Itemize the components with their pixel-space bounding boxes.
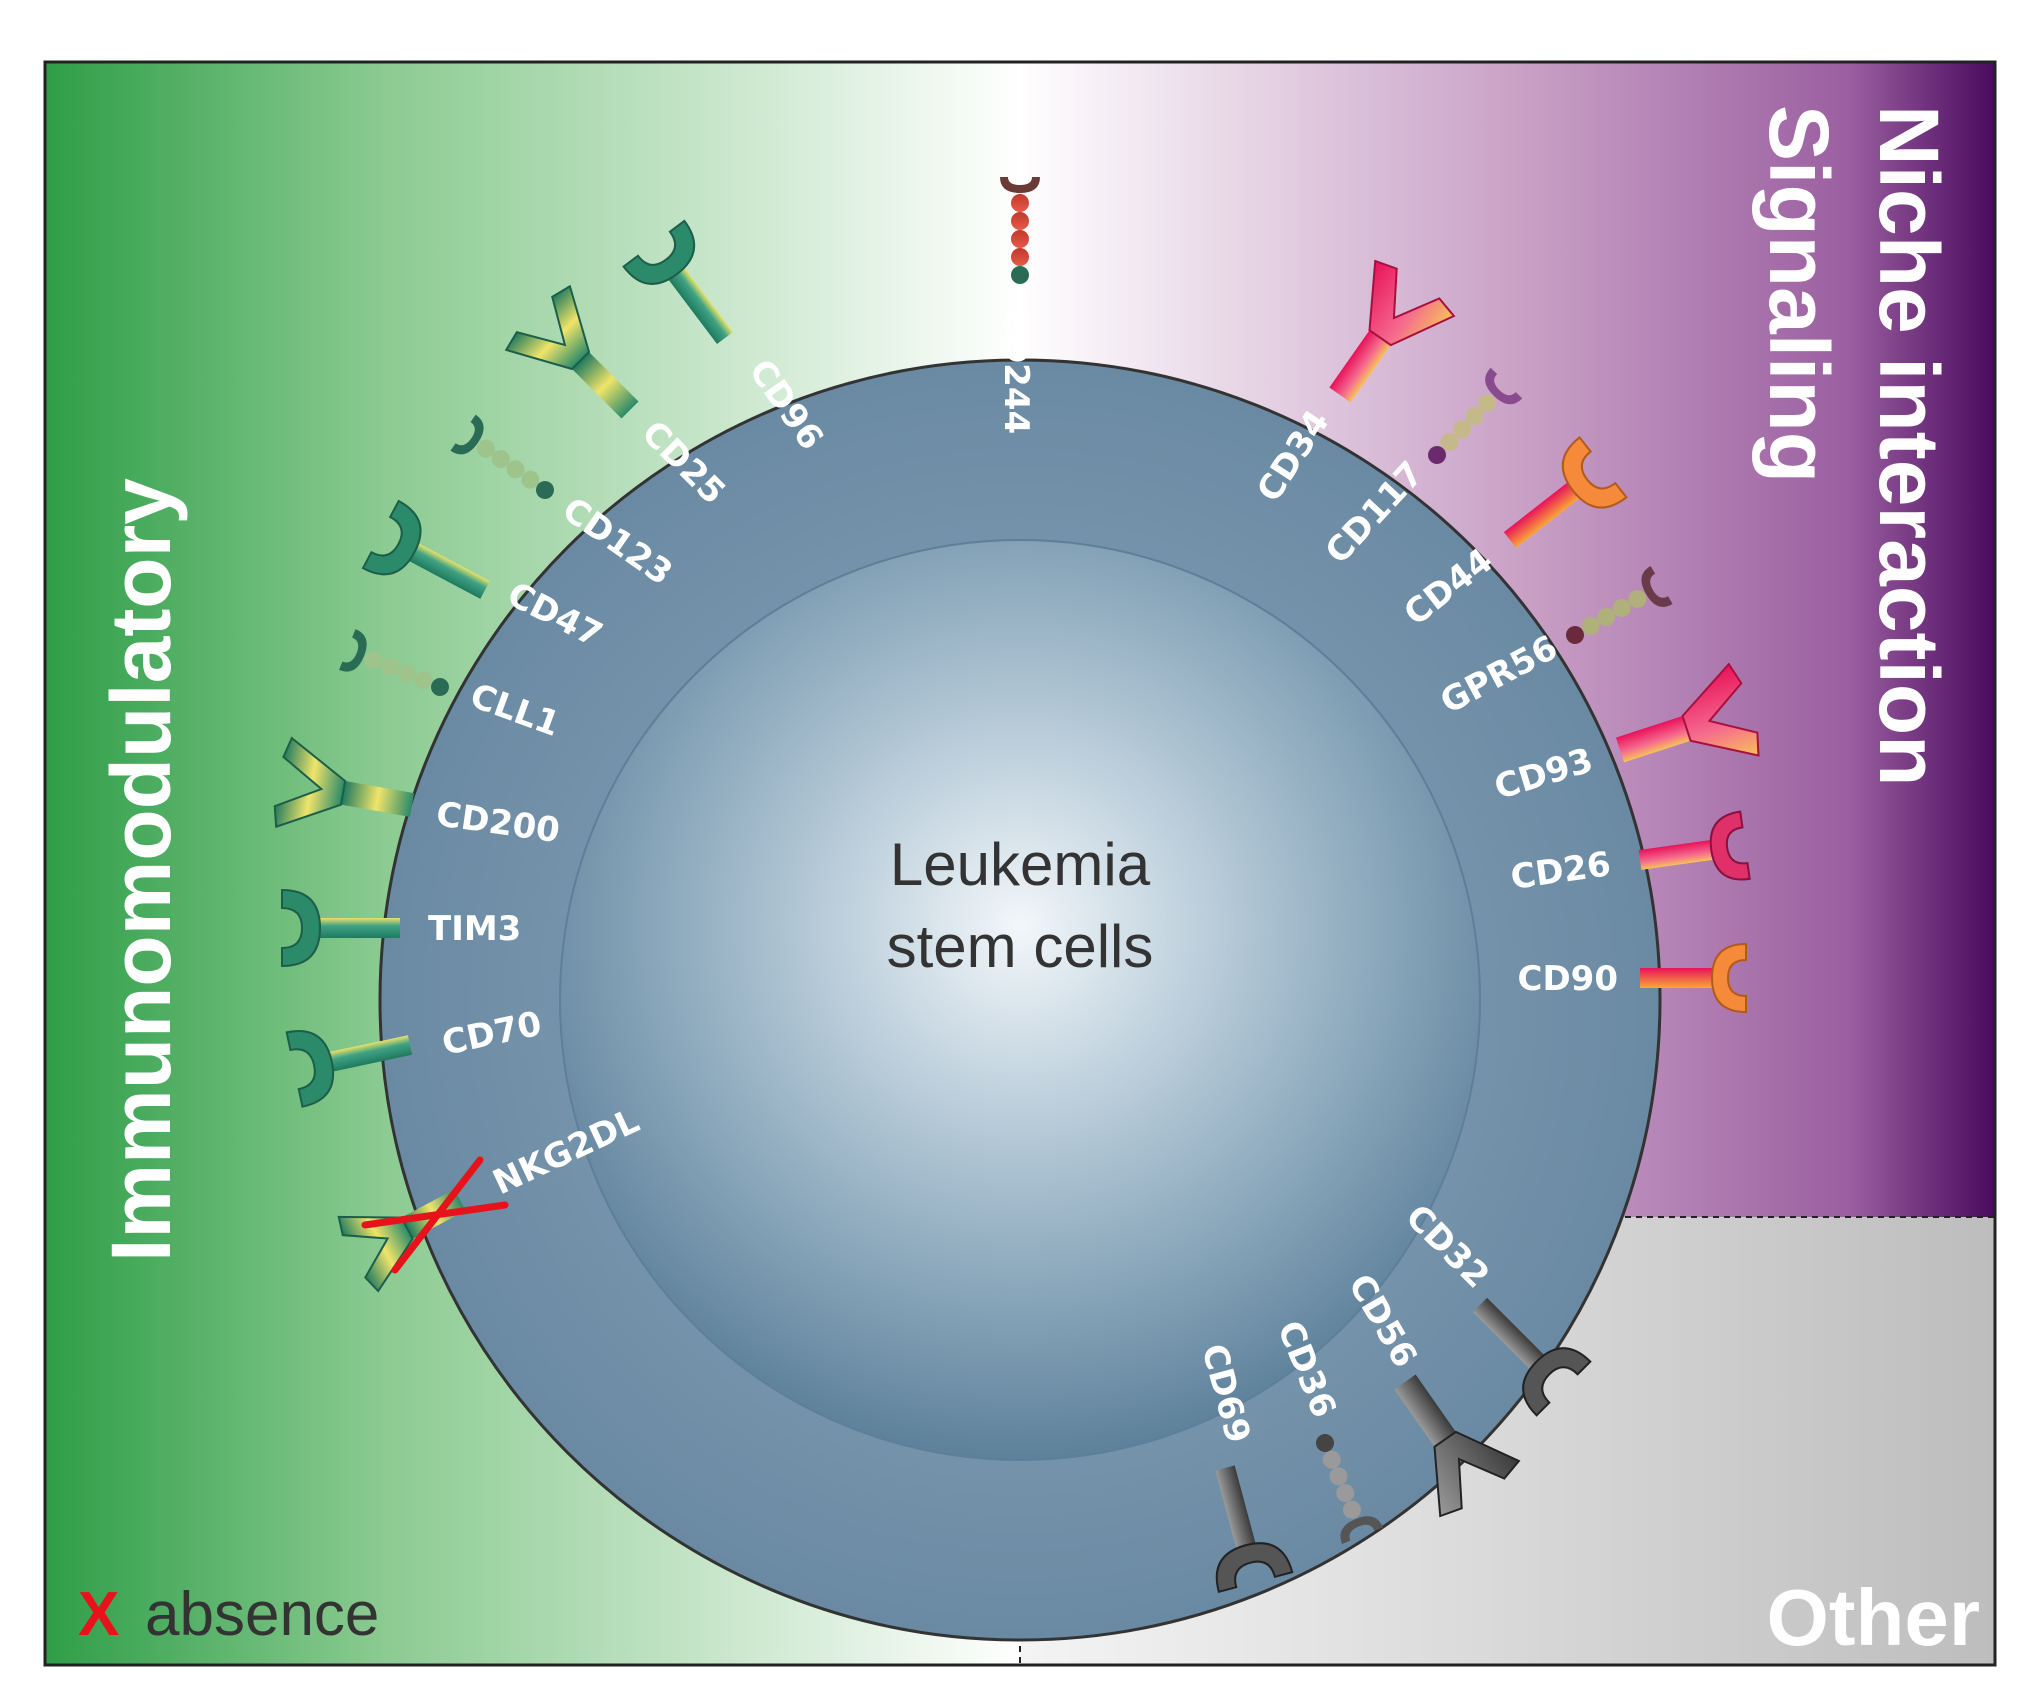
cd70-receptor-icon (285, 1030, 413, 1108)
leukemia-stem-cell: Leukemia stem cells (378, 358, 1662, 1642)
cd56-receptor-icon (1394, 1374, 1521, 1518)
cd32-receptor-icon (1472, 1297, 1592, 1417)
cd26-receptor-icon (1638, 810, 1751, 881)
legend-absence-text: absence (145, 1580, 379, 1649)
label-cd90: CD90 (1518, 959, 1619, 999)
immunomodulatory-title: Immunomodulatory (94, 478, 188, 1262)
cd244-receptor-icon (1000, 177, 1040, 284)
niche-title-line1: Niche interaction (1862, 105, 1956, 786)
cell-nucleus (559, 539, 1481, 1461)
cd117-receptor-icon (1428, 367, 1523, 464)
label-tim3: TIM3 (428, 909, 521, 949)
cd44-receptor-icon (1503, 436, 1628, 548)
receptor-icons (273, 177, 1760, 1594)
category-titles: Immunomodulatory Niche interaction Signa… (94, 105, 1980, 1662)
niche-title-line2: Signaling (1752, 105, 1846, 483)
tim3-receptor-icon (281, 888, 400, 968)
cd34-receptor-icon (1329, 259, 1456, 403)
cd36-receptor-icon (1316, 1434, 1383, 1544)
legend: X absence (78, 1580, 379, 1649)
gpr56-receptor-icon (1566, 565, 1673, 644)
cd69-receptor-icon (1215, 1465, 1294, 1594)
label-cd244: CD244 (996, 310, 1036, 434)
cell-title-line1: Leukemia (890, 831, 1151, 898)
cd123-receptor-icon (450, 414, 554, 499)
legend-absence-symbol: X (78, 1580, 119, 1649)
absence-cross-icon (361, 1156, 509, 1274)
figure-frame (43, 60, 1997, 1667)
other-title: Other (1767, 1573, 1980, 1662)
cd25-receptor-icon (504, 284, 639, 419)
cll1-receptor-icon (339, 629, 449, 696)
cd93-receptor-icon (1615, 662, 1760, 763)
cd200-receptor-icon (273, 736, 415, 829)
cd47-receptor-icon (361, 499, 490, 599)
cd96-receptor-icon (622, 219, 733, 345)
cd90-receptor-icon (1640, 942, 1747, 1014)
cell-title-line2: stem cells (887, 913, 1154, 980)
